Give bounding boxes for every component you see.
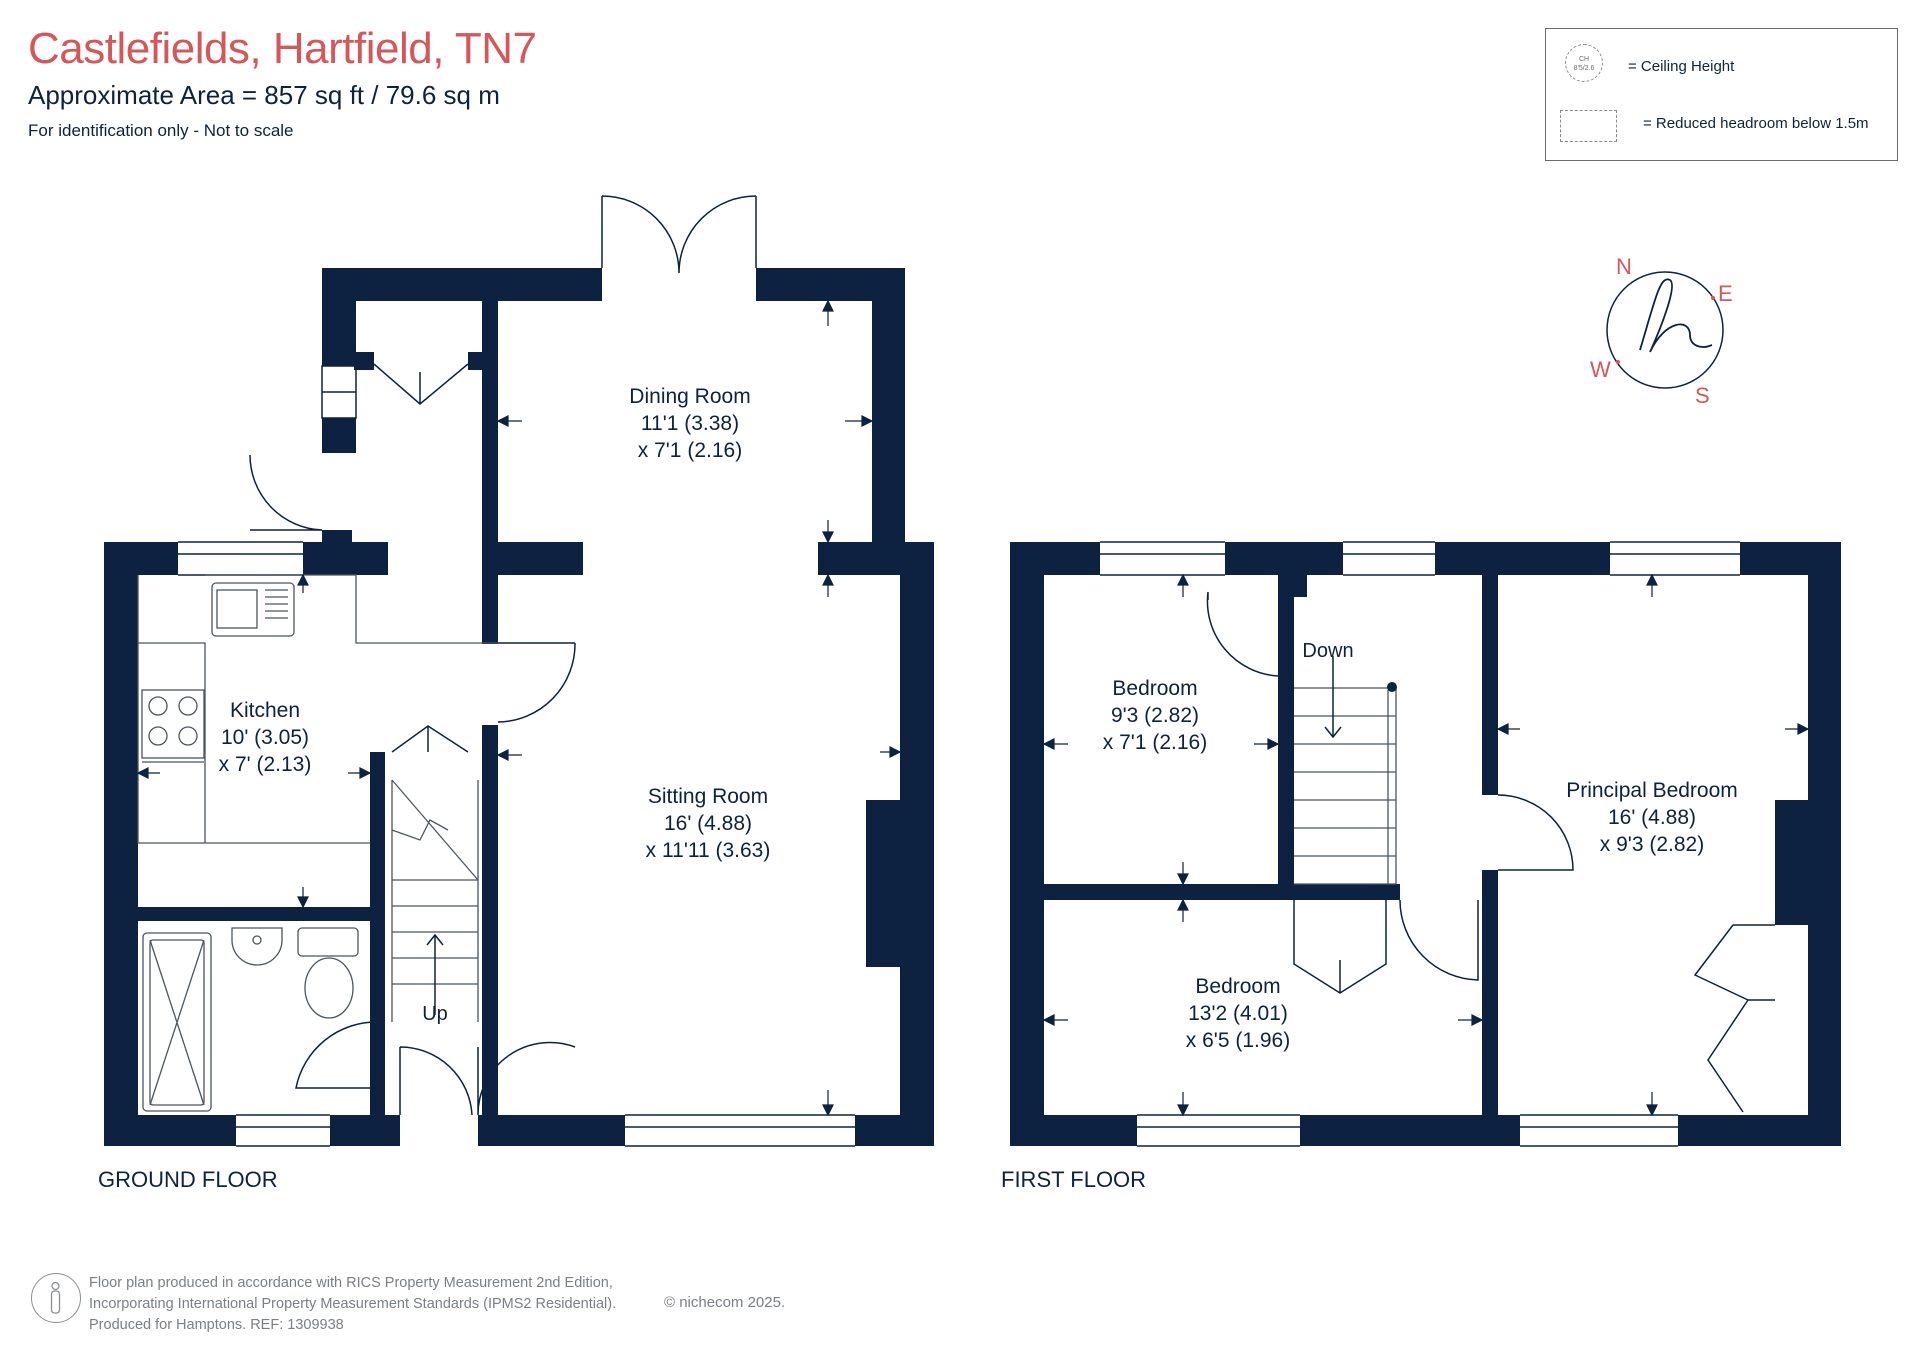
room-principal-bedroom: Principal Bedroom 16' (4.88) x 9'3 (2.82… xyxy=(1566,777,1738,858)
footer-line: Floor plan produced in accordance with R… xyxy=(89,1275,613,1291)
footer-line: Produced for Hamptons. REF: 1309938 xyxy=(89,1317,344,1333)
footer-line: Incorporating International Property Mea… xyxy=(89,1296,617,1312)
legend xyxy=(1545,28,1898,161)
room-name: Sitting Room xyxy=(647,785,769,808)
identification-note: For identification only - Not to scale xyxy=(28,121,294,140)
room-name: Kitchen xyxy=(229,699,301,722)
room-dimension: 11'1 (3.38) xyxy=(640,412,740,435)
room-bedroom-1: Bedroom 9'3 (2.82) x 7'1 (2.16) xyxy=(1103,675,1207,756)
ch-symbol-bottom: 8'5/2.6 xyxy=(1573,65,1595,72)
compass-north: N xyxy=(1616,254,1632,279)
compass-south: S xyxy=(1695,383,1710,408)
room-dimension: 16' (4.88) xyxy=(663,812,753,835)
compass-rose xyxy=(1606,271,1724,389)
room-name: Bedroom xyxy=(1112,677,1198,700)
person-figure-icon xyxy=(50,1281,61,1314)
room-dimension: x 6'5 (1.96) xyxy=(1185,1029,1291,1052)
fixtures xyxy=(137,574,1397,1112)
walls xyxy=(104,268,1841,1146)
footer-notes: Floor plan produced in accordance with R… xyxy=(89,1273,616,1336)
copyright: © nichecom 2025. xyxy=(664,1294,786,1311)
reduced-headroom-icon xyxy=(1560,110,1617,142)
windows xyxy=(178,365,1740,1147)
room-dimension: 13'2 (4.01) xyxy=(1188,1002,1288,1025)
legend-reduced-headroom: = Reduced headroom below 1.5m xyxy=(1643,115,1869,132)
room-name: Dining Room xyxy=(629,385,751,408)
room-dimension: 16' (4.88) xyxy=(1607,806,1697,829)
stairs-up-label: Up xyxy=(422,1003,448,1025)
ceiling-height-icon: CH 8'5/2.6 xyxy=(1565,44,1603,82)
logo-icon xyxy=(1639,278,1713,353)
room-dimension: 10' (3.05) xyxy=(220,726,310,749)
room-sitting: Sitting Room 16' (4.88) x 11'11 (3.63) xyxy=(646,783,771,864)
room-bedroom-2: Bedroom 13'2 (4.01) x 6'5 (1.96) xyxy=(1186,973,1290,1054)
doors xyxy=(249,195,1775,1116)
room-dimension: x 11'11 (3.63) xyxy=(645,839,771,862)
ground-floor-label: GROUND FLOOR xyxy=(98,1167,278,1192)
room-name: Principal Bedroom xyxy=(1566,779,1738,802)
room-dimension: x 7'1 (2.16) xyxy=(637,439,743,462)
legend-ceiling-height: = Ceiling Height xyxy=(1628,58,1735,75)
approximate-area: Approximate Area = 857 sq ft / 79.6 sq m xyxy=(28,80,500,110)
first-floor-label: FIRST FLOOR xyxy=(1001,1167,1147,1192)
stairs-down-label: Down xyxy=(1302,640,1354,662)
compass-west: W xyxy=(1590,357,1611,382)
room-dimension: x 7'1 (2.16) xyxy=(1102,731,1208,754)
dimension-arrows xyxy=(136,299,1810,1117)
room-dimension: 9'3 (2.82) xyxy=(1110,704,1200,727)
ch-symbol-top: CH xyxy=(1578,56,1590,63)
room-dimension: x 7' (2.13) xyxy=(218,753,312,776)
room-dining: Dining Room 11'1 (3.38) x 7'1 (2.16) xyxy=(629,383,750,464)
room-kitchen: Kitchen 10' (3.05) x 7' (2.13) xyxy=(219,697,312,778)
room-dimension: x 9'3 (2.82) xyxy=(1599,833,1705,856)
compass-east: E xyxy=(1718,281,1733,306)
page-title: Castlefields, Hartfield, TN7 xyxy=(28,24,537,73)
room-name: Bedroom xyxy=(1195,975,1281,998)
person-icon xyxy=(31,1273,81,1323)
